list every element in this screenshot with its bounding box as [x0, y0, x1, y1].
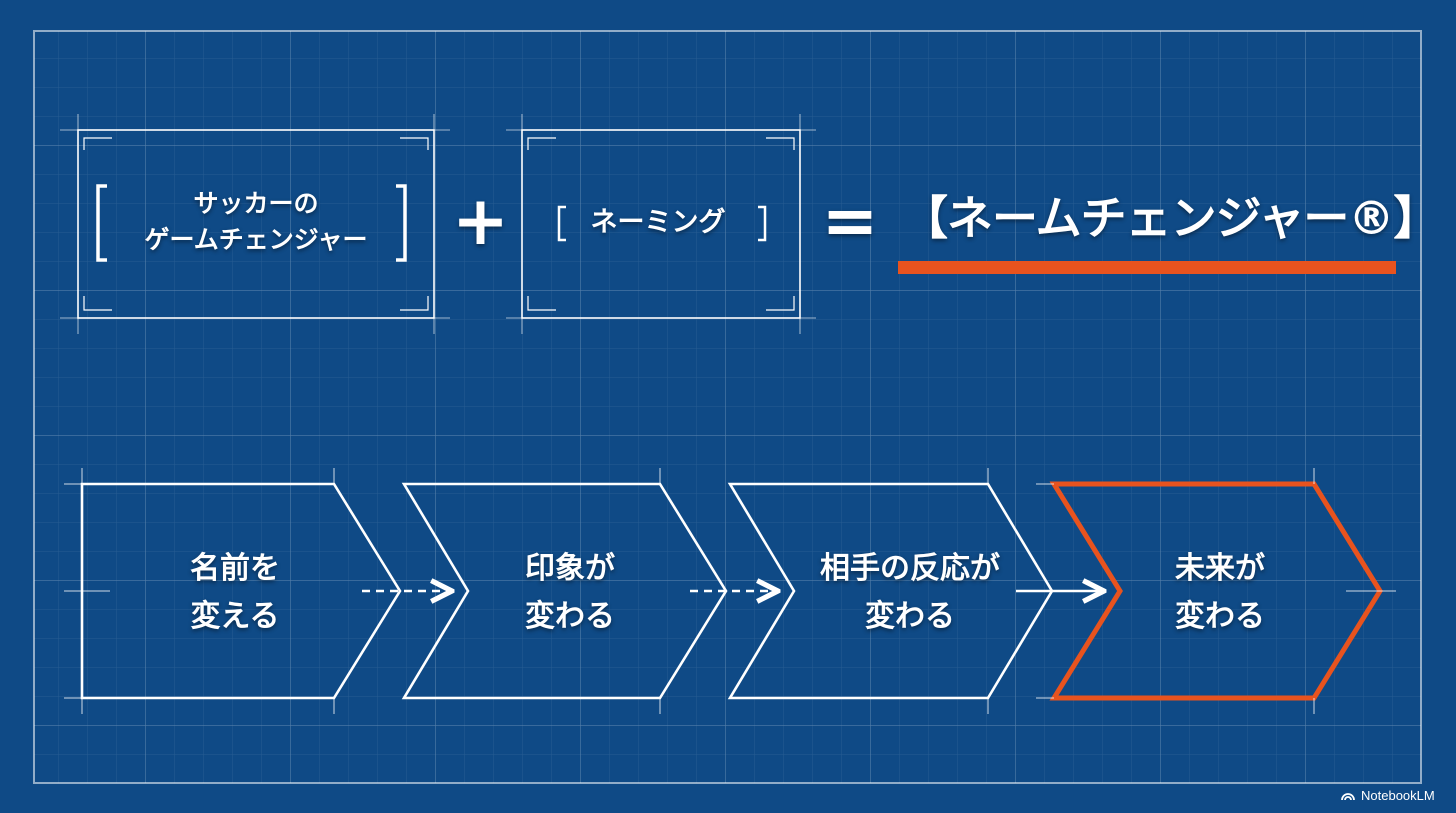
result-label: 【ネームチェンジャー®】 — [902, 191, 1439, 245]
step-1-label: 名前を 変える — [190, 551, 280, 634]
step-1-shape — [80, 482, 402, 700]
grid-major — [34, 31, 1421, 783]
brand-label: NotebookLM — [1361, 787, 1435, 803]
step-2-label: 印象が 変わる — [525, 551, 615, 634]
equation-box-1 — [60, 114, 450, 334]
box-1-label: サッカーの ゲームチェンジャー — [144, 189, 368, 254]
result-underline — [898, 261, 1396, 274]
grid-border — [33, 30, 1422, 784]
equals-sign: = — [821, 182, 879, 261]
dimension-ticks — [64, 468, 1396, 714]
equation-box-2 — [506, 114, 816, 334]
branding: NotebookLM — [1340, 784, 1450, 806]
step-4-label: 未来が 変わる — [1175, 551, 1265, 634]
notebooklm-logo-icon — [1341, 793, 1355, 801]
box-2-label: ネーミング — [590, 207, 726, 238]
plus-sign: + — [452, 182, 509, 261]
step-3-label: 相手の反応が 変わる — [820, 551, 1000, 634]
